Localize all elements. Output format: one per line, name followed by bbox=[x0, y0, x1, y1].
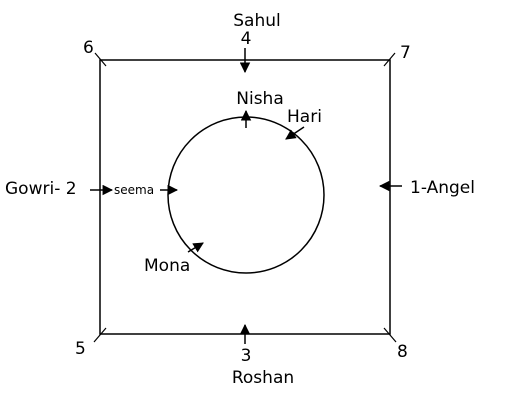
arrow-circle-bottom-left bbox=[187, 242, 204, 253]
corner-tick-top-left bbox=[94, 52, 107, 67]
circle-label-top: Nisha bbox=[236, 89, 284, 109]
right-side-label: 1-Angel bbox=[410, 178, 475, 198]
circle-label-bottom-left: Mona bbox=[144, 256, 190, 276]
left-side-label: Gowri- 2 bbox=[5, 179, 77, 199]
corner-label-bottom-left: 5 bbox=[75, 339, 86, 359]
corner-label-top-right: 7 bbox=[400, 43, 411, 63]
bottom-side-number: 3 bbox=[241, 346, 252, 366]
bottom-side-name: Roshan bbox=[232, 368, 294, 388]
corner-label-top-left: 6 bbox=[83, 38, 94, 58]
top-side-name: Sahul bbox=[233, 11, 280, 31]
corner-label-bottom-right: 8 bbox=[397, 342, 408, 362]
corner-tick-bottom-right bbox=[383, 327, 397, 343]
corner-tick-bottom-left bbox=[93, 327, 107, 343]
circle-label-top-right: Hari bbox=[287, 107, 322, 127]
circle-label-left: seema bbox=[114, 183, 154, 197]
top-side-number: 4 bbox=[241, 29, 252, 49]
arrow-circle-top-right bbox=[285, 126, 305, 140]
corner-tick-top-right bbox=[383, 52, 396, 67]
